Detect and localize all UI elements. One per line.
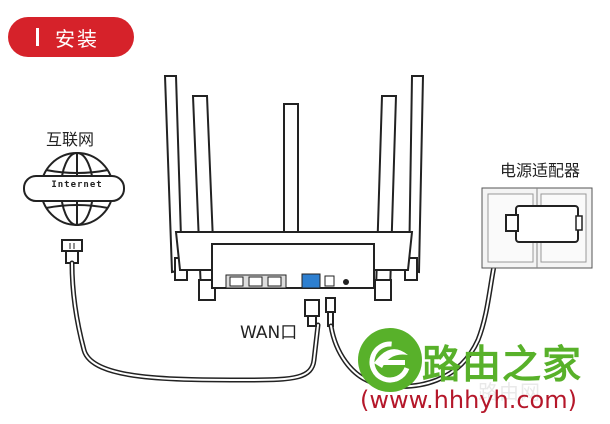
wan-port <box>301 273 321 289</box>
internet-label: 互联网 <box>46 130 95 149</box>
section-badge: 安装 <box>8 17 134 57</box>
wan-port-label: WAN口 <box>240 323 298 343</box>
watermark-logo-icon <box>358 328 422 392</box>
router-plugs <box>304 297 336 327</box>
badge-bar <box>36 28 39 46</box>
reset-button <box>343 279 349 285</box>
watermark-name: 路由之家 <box>422 343 583 388</box>
router-body <box>174 231 414 289</box>
globe-text: Internet <box>51 180 103 190</box>
watermark-url: (www.hhhyh.com) <box>360 386 577 414</box>
power-adapter-label: 电源适配器 <box>500 161 581 180</box>
section-title: 安装 <box>55 26 99 51</box>
lan-ports <box>229 276 282 287</box>
power-port <box>324 275 335 287</box>
power-adapter-icon <box>505 205 583 243</box>
globe-label-box <box>23 175 125 202</box>
ethernet-plug-icon <box>61 239 83 264</box>
watermark-faint-text: 路由网 <box>478 380 541 404</box>
